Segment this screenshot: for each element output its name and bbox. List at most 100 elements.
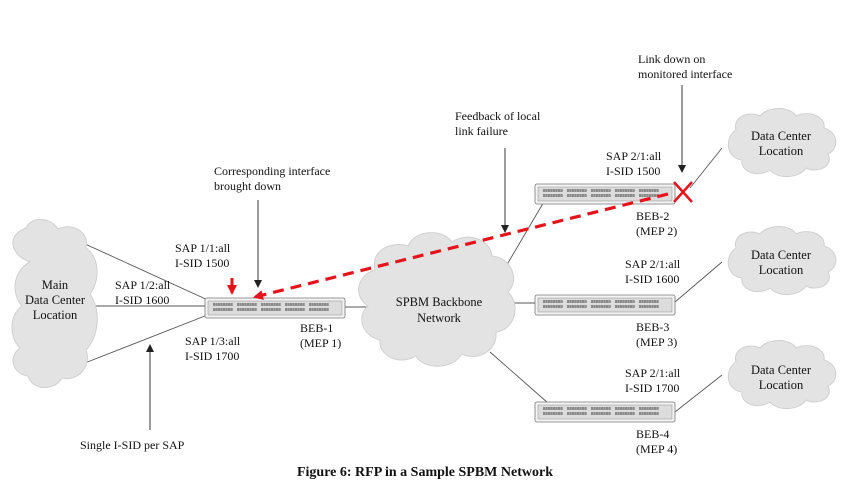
switch-port — [639, 305, 642, 308]
beb1-sap3-isid: I-SID 1700 — [185, 349, 239, 363]
switch-port — [297, 308, 300, 311]
switch-port — [239, 308, 242, 311]
switch-port — [555, 194, 558, 197]
beb2-switch-icon — [534, 183, 676, 205]
switch-port — [644, 189, 647, 192]
dc-top-label-line1: Data Center — [751, 129, 812, 143]
switch-port — [608, 407, 611, 410]
switch-port — [273, 308, 276, 311]
switch-port — [326, 303, 329, 306]
switch-port — [620, 412, 623, 415]
beb1-sap2-isid: I-SID 1600 — [115, 293, 169, 307]
switch-port — [603, 407, 606, 410]
switch-port — [651, 189, 654, 192]
switch-port — [601, 194, 604, 197]
switch-port — [649, 194, 652, 197]
switch-port — [593, 300, 596, 303]
switch-port — [579, 300, 582, 303]
switch-port — [630, 407, 633, 410]
dc-cloud-mid: Data Center Location — [727, 226, 837, 295]
switch-port — [311, 308, 314, 311]
switch-port — [218, 308, 221, 311]
switch-port — [579, 305, 582, 308]
switch-port — [584, 300, 587, 303]
beb1-sap2-label: SAP 1/2:all — [115, 278, 171, 292]
switch-port — [649, 412, 652, 415]
switch-port — [646, 407, 649, 410]
switch-port — [324, 308, 327, 311]
switch-port — [651, 305, 654, 308]
beb1-sap3-label: SAP 1/3:all — [185, 334, 241, 348]
link-backbone-beb2 — [504, 199, 546, 269]
link-down-x-icon — [673, 181, 693, 203]
switch-port — [627, 407, 630, 410]
beb4-mep: (MEP 4) — [636, 442, 677, 456]
switch-port — [324, 303, 327, 306]
switch-port — [550, 300, 553, 303]
switch-port — [656, 189, 659, 192]
switch-port — [574, 300, 577, 303]
switch-port — [639, 407, 642, 410]
switch-port — [261, 308, 264, 311]
switch-port — [625, 194, 628, 197]
switch-port — [579, 412, 582, 415]
switch-port — [644, 407, 647, 410]
switch-port — [560, 305, 563, 308]
switch-port — [598, 305, 601, 308]
switch-port — [543, 305, 546, 308]
beb2-sap-label: SAP 2/1:all — [606, 149, 662, 163]
switch-port — [584, 407, 587, 410]
switch-port — [591, 305, 594, 308]
main-dc-label-line1: Main — [42, 278, 69, 292]
switch-port — [287, 303, 290, 306]
switch-port — [555, 407, 558, 410]
switch-port — [555, 300, 558, 303]
switch-port — [297, 303, 300, 306]
switch-port — [545, 412, 548, 415]
switch-port — [577, 189, 580, 192]
switch-port — [577, 194, 580, 197]
switch-port — [606, 189, 609, 192]
beb3-name: BEB-3 — [636, 320, 669, 334]
switch-port — [553, 305, 556, 308]
switch-port — [644, 412, 647, 415]
switch-port — [632, 189, 635, 192]
main-dc-label-line3: Location — [33, 308, 78, 322]
switch-port — [620, 194, 623, 197]
switch-port — [242, 303, 245, 306]
switch-port — [550, 194, 553, 197]
switch-port — [622, 412, 625, 415]
switch-port — [596, 194, 599, 197]
switch-port — [302, 308, 305, 311]
switch-port — [560, 194, 563, 197]
switch-port — [545, 194, 548, 197]
switch-port — [649, 189, 652, 192]
switch-port — [560, 189, 563, 192]
switch-port — [596, 300, 599, 303]
switch-port — [632, 300, 635, 303]
switch-port — [579, 194, 582, 197]
switch-port — [569, 300, 572, 303]
switch-port — [572, 412, 575, 415]
switch-port — [545, 189, 548, 192]
switch-port — [278, 303, 281, 306]
switch-port — [632, 407, 635, 410]
switch-port — [553, 300, 556, 303]
switch-port — [639, 194, 642, 197]
switch-port — [601, 305, 604, 308]
switch-port — [579, 189, 582, 192]
switch-port — [577, 407, 580, 410]
link-main-beb1-top — [71, 237, 211, 302]
switch-port — [553, 407, 556, 410]
switch-port — [603, 189, 606, 192]
switch-port — [596, 189, 599, 192]
switch-port — [555, 412, 558, 415]
switch-port — [572, 300, 575, 303]
switch-port — [608, 305, 611, 308]
switch-port — [591, 407, 594, 410]
switch-port — [572, 407, 575, 410]
switch-port — [577, 300, 580, 303]
switch-port — [617, 407, 620, 410]
switch-port — [656, 305, 659, 308]
switch-port — [249, 303, 252, 306]
